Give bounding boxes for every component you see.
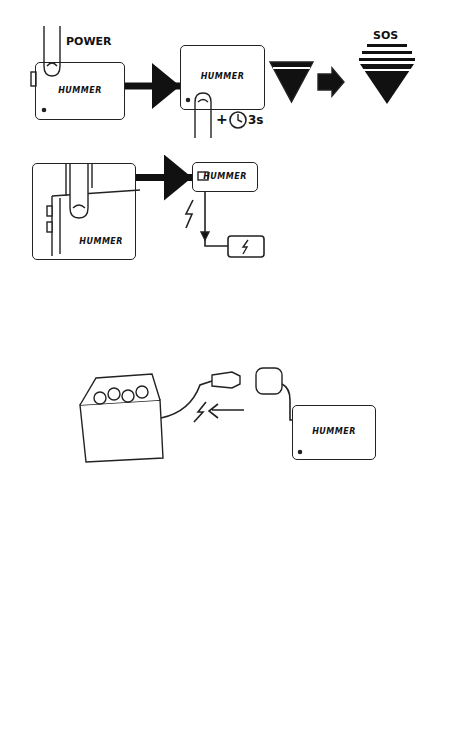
step-arrow <box>318 68 344 96</box>
charge-symbol <box>243 240 248 254</box>
sos-stripe <box>362 51 412 54</box>
finger <box>44 26 60 76</box>
brand-text: HUMMER <box>312 428 356 437</box>
bottle <box>108 388 120 400</box>
finger <box>195 93 211 138</box>
device-box: HUMMER <box>32 163 136 260</box>
car-cable <box>282 384 292 420</box>
hand <box>66 163 92 196</box>
icon-label: + <box>216 112 228 126</box>
bottle <box>122 390 134 402</box>
sos-beam <box>359 44 415 104</box>
device-in-photo <box>52 190 140 256</box>
brand-text: HUMMER <box>79 238 123 247</box>
bottle <box>94 392 106 404</box>
led-dot <box>42 108 45 111</box>
illustration-strokes <box>31 26 415 462</box>
cable-arrow <box>201 232 209 240</box>
device-box: HUMMER <box>292 405 376 460</box>
led-dot <box>298 450 301 453</box>
led-dot <box>186 98 189 101</box>
icon-label: SOS <box>373 30 398 41</box>
lightning-bolt <box>194 402 206 422</box>
fingernail <box>47 63 57 66</box>
clock-icon <box>230 112 246 128</box>
device-box: HUMMER <box>192 162 258 192</box>
phone-battery <box>228 236 264 257</box>
lightning-bolt <box>186 200 193 228</box>
beam-stripe <box>273 67 310 69</box>
device-box: HUMMER <box>180 45 265 110</box>
power-arrow <box>209 404 244 418</box>
clock-hands <box>238 114 242 122</box>
usb-cable <box>205 192 228 246</box>
finger <box>70 163 88 218</box>
sos-stripe <box>359 58 415 61</box>
car-socket <box>256 368 282 394</box>
brand-text: HUMMER <box>201 73 245 82</box>
brand-text: HUMMER <box>203 173 247 182</box>
icon-label: POWER <box>66 36 112 47</box>
fingernail <box>198 100 208 103</box>
light-beam <box>270 62 313 102</box>
sos-stripe <box>367 44 407 47</box>
beam-stripe <box>363 69 411 71</box>
cigarette-plug <box>212 372 240 388</box>
side-button <box>47 222 52 232</box>
cooler-box <box>80 400 163 462</box>
bottle <box>136 386 148 398</box>
car-cable <box>161 381 212 418</box>
step-arrow <box>125 83 180 90</box>
side-button <box>47 206 52 216</box>
device-box: HUMMER <box>35 62 125 120</box>
brand-text: HUMMER <box>58 87 102 96</box>
step-arrow <box>136 174 192 181</box>
sos-triangle <box>360 64 414 104</box>
cooler-lid <box>80 374 160 405</box>
fingernail <box>73 205 85 208</box>
icon-label: 3s <box>248 114 264 126</box>
